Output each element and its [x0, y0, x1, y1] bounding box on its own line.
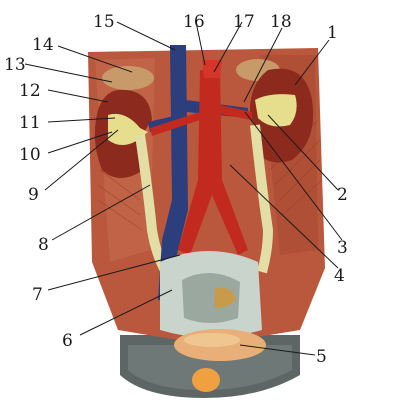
celiac-trunk [202, 60, 222, 78]
label-6: 6 [62, 331, 73, 351]
label-5: 5 [316, 347, 327, 367]
label-13: 13 [4, 55, 26, 75]
label-8: 8 [38, 235, 49, 255]
label-3: 3 [337, 238, 348, 258]
renal-pelvis-right-view [255, 94, 297, 127]
bladder-mucosa [214, 287, 236, 308]
left-adrenal-gland [102, 66, 154, 90]
abdominal-aorta [178, 70, 248, 255]
label-9: 9 [28, 185, 39, 205]
label-15: 15 [93, 12, 115, 32]
label-1: 1 [327, 23, 338, 43]
label-18: 18 [270, 12, 292, 32]
prostate-highlight [184, 333, 240, 347]
label-11: 11 [19, 113, 41, 133]
label-14: 14 [32, 35, 54, 55]
bladder-interior [182, 272, 240, 323]
inferior-vena-cava [158, 45, 188, 300]
label-10: 10 [19, 145, 41, 165]
label-17: 17 [233, 12, 255, 32]
label-2: 2 [337, 185, 348, 205]
label-16: 16 [183, 12, 205, 32]
renal-artery-right-view [220, 105, 252, 120]
renal-artery-left-view [150, 112, 200, 136]
label-12: 12 [19, 81, 41, 101]
urethra-bulb [192, 368, 220, 392]
leader-lines [24, 21, 343, 356]
ureter-left [135, 134, 171, 275]
ureter-right [250, 124, 274, 274]
label-4: 4 [334, 266, 345, 286]
label-7: 7 [32, 285, 43, 305]
diagram-labels: 1 2 3 4 5 6 7 8 9 10 11 12 13 14 15 16 1… [4, 12, 348, 367]
